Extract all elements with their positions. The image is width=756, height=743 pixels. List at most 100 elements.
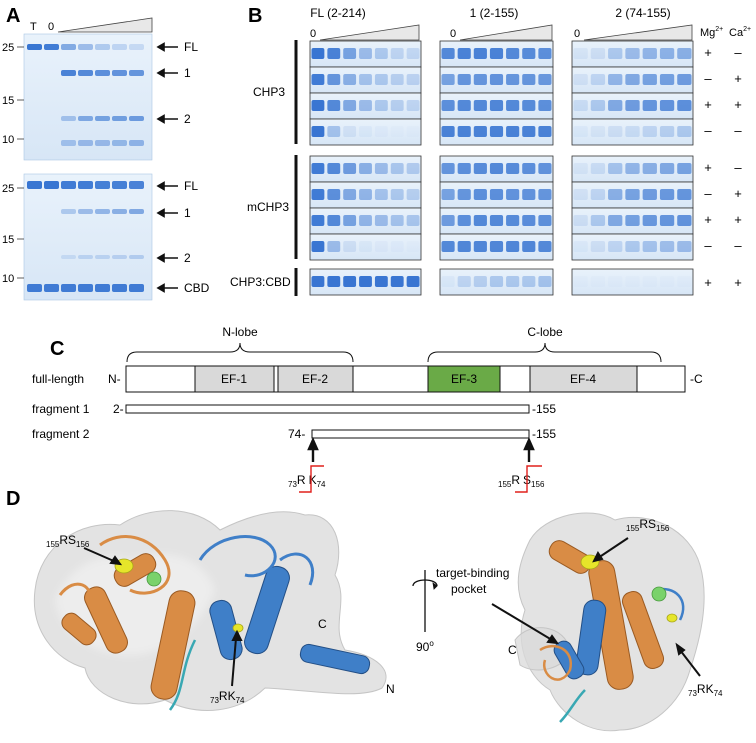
gel-band bbox=[44, 181, 59, 189]
gel-a-bottom bbox=[23, 173, 153, 301]
mw-25-bottom: 25 bbox=[2, 183, 14, 195]
fragment-2-bar bbox=[311, 429, 530, 439]
gel-band bbox=[390, 163, 404, 174]
gel-band bbox=[374, 215, 388, 226]
cleavage-arrow bbox=[307, 437, 319, 462]
gel-band bbox=[590, 126, 606, 137]
gel-band bbox=[78, 116, 93, 121]
gel-strip bbox=[571, 118, 694, 146]
callout-arrow bbox=[592, 537, 629, 563]
mg-symbol: + bbox=[704, 212, 712, 227]
gel-band bbox=[677, 215, 692, 226]
gel-band bbox=[590, 241, 606, 252]
mg-symbol: + bbox=[704, 275, 712, 290]
gel-band bbox=[538, 189, 552, 200]
time-start: 0 bbox=[574, 28, 580, 40]
panel-b: B FL (2-214) 1 (2-155) 2 (74-155) 0 60 0… bbox=[230, 5, 751, 296]
orange-helix bbox=[84, 586, 128, 654]
gel-band bbox=[522, 163, 536, 174]
ca-symbol: + bbox=[734, 212, 742, 227]
teal-loop bbox=[559, 689, 586, 723]
gel-band bbox=[642, 100, 657, 111]
gel-band bbox=[642, 215, 657, 226]
band-arrow bbox=[156, 253, 178, 263]
gel-band bbox=[129, 44, 144, 50]
gel-band bbox=[112, 209, 127, 214]
gel-band bbox=[27, 284, 42, 292]
gel-band bbox=[659, 241, 675, 252]
gel-band bbox=[359, 48, 372, 59]
gel-band bbox=[473, 215, 487, 226]
ca-symbol: – bbox=[734, 238, 742, 253]
gel-band bbox=[522, 100, 536, 111]
gel-band bbox=[573, 189, 588, 200]
fragment-2-label: fragment 2 bbox=[32, 427, 90, 441]
gel-band bbox=[327, 241, 341, 252]
gel-band bbox=[374, 163, 388, 174]
gel-band bbox=[538, 126, 552, 137]
ca-symbol: + bbox=[734, 275, 742, 290]
gel-band bbox=[112, 116, 127, 121]
gel-band bbox=[660, 276, 674, 287]
mg-symbol: + bbox=[704, 45, 712, 60]
gel-band bbox=[506, 241, 520, 252]
ca-symbol: + bbox=[734, 97, 742, 112]
gel-band bbox=[44, 284, 59, 292]
mw-10-bottom: 10 bbox=[2, 273, 14, 285]
c-terminus-label-left: C bbox=[318, 617, 327, 631]
gel-band bbox=[506, 163, 520, 174]
gel-band bbox=[659, 100, 675, 111]
gel-band bbox=[327, 74, 341, 85]
gel-band bbox=[573, 163, 588, 174]
gel-band bbox=[608, 100, 623, 111]
fragment-1-label: fragment 1 bbox=[32, 402, 90, 416]
gel-a-top-bands bbox=[27, 44, 144, 146]
gel-band bbox=[506, 48, 520, 59]
calcium-ion bbox=[146, 571, 162, 587]
gel-band bbox=[643, 276, 657, 287]
gel-band bbox=[359, 74, 372, 85]
gel-band bbox=[506, 126, 520, 137]
mg-symbol: – bbox=[704, 186, 712, 201]
gel-band bbox=[406, 276, 420, 287]
gel-band bbox=[61, 255, 76, 259]
gel-band bbox=[522, 48, 536, 59]
band-arrow bbox=[156, 68, 178, 78]
gel-band bbox=[506, 100, 520, 111]
gel-band bbox=[327, 215, 341, 226]
target-pocket-line2: pocket bbox=[451, 582, 487, 596]
gel-band bbox=[359, 163, 372, 174]
gel-band bbox=[374, 241, 388, 252]
cleavage-arrow bbox=[523, 437, 535, 462]
mg-symbol: + bbox=[704, 97, 712, 112]
callout-arrow bbox=[83, 547, 123, 566]
gel-band bbox=[590, 215, 606, 226]
gel-band bbox=[129, 70, 144, 76]
gel-band bbox=[608, 48, 623, 59]
gel-band bbox=[407, 241, 420, 252]
c-lobe-label: C-lobe bbox=[527, 325, 563, 339]
gel-band bbox=[506, 276, 520, 287]
site-rk-label-left: 73RK74 bbox=[210, 689, 245, 705]
gel-band bbox=[374, 276, 388, 287]
ef-1-label: EF-1 bbox=[221, 372, 247, 386]
band-arrow bbox=[156, 283, 178, 293]
panel-b-letter: B bbox=[248, 5, 262, 27]
gel-band bbox=[489, 126, 504, 137]
gel-band bbox=[489, 241, 504, 252]
gel-band bbox=[441, 276, 455, 287]
ef-4-box bbox=[529, 365, 638, 393]
gel-band bbox=[391, 126, 404, 137]
callout-arrow bbox=[675, 642, 701, 677]
gel-band bbox=[642, 126, 657, 137]
gel-band bbox=[343, 215, 357, 226]
gel-band bbox=[391, 241, 404, 252]
gel-band bbox=[457, 74, 471, 85]
gel-band bbox=[343, 241, 357, 252]
gel-band bbox=[95, 116, 110, 121]
gel-band bbox=[677, 48, 692, 59]
gel-band bbox=[608, 276, 622, 287]
panel-d-letter: D bbox=[6, 488, 20, 510]
gel-band bbox=[538, 100, 552, 111]
